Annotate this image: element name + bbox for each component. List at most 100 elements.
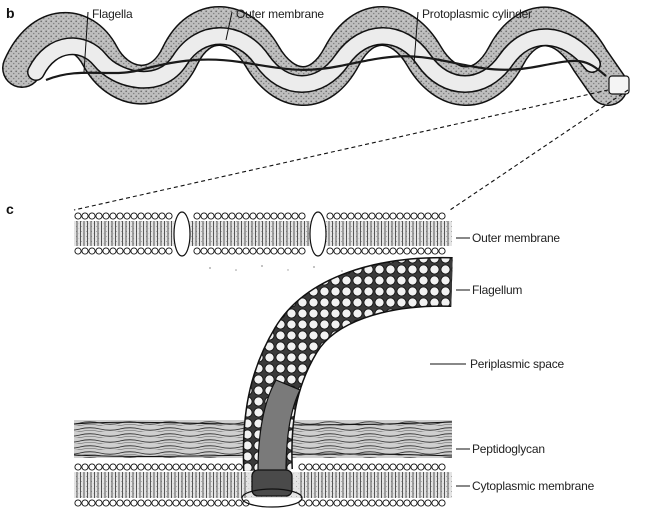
- lipid-head: [75, 248, 81, 254]
- lipid-head: [103, 464, 109, 470]
- lipid-head: [404, 464, 410, 470]
- lipid-head: [250, 248, 256, 254]
- lipid-head: [376, 213, 382, 219]
- lipid-head: [110, 464, 116, 470]
- lipid-head: [89, 464, 95, 470]
- lipid-head: [376, 248, 382, 254]
- lipid-head: [327, 213, 333, 219]
- lipid-head: [110, 500, 116, 506]
- lipid-head: [194, 248, 200, 254]
- membrane-protein: [310, 212, 326, 256]
- lipid-head: [418, 464, 424, 470]
- lipid-head: [208, 213, 214, 219]
- lipid-head: [425, 248, 431, 254]
- lipid-head: [222, 500, 228, 506]
- lipid-head: [362, 500, 368, 506]
- lipid-head: [117, 500, 123, 506]
- basal-body: [252, 470, 292, 496]
- lipid-head: [208, 500, 214, 506]
- lipid-head: [159, 500, 165, 506]
- lipid-head: [243, 213, 249, 219]
- lipid-head: [75, 213, 81, 219]
- lipid-head: [418, 248, 424, 254]
- lipid-head: [348, 464, 354, 470]
- lipid-head: [320, 464, 326, 470]
- lipid-head: [166, 464, 172, 470]
- lipid-head: [341, 464, 347, 470]
- spirochete-cell: [22, 26, 629, 94]
- lipid-head: [425, 213, 431, 219]
- lipid-head: [166, 248, 172, 254]
- lipid-head: [236, 500, 242, 506]
- lipid-head: [103, 213, 109, 219]
- lipid-head: [404, 248, 410, 254]
- lipid-head: [110, 248, 116, 254]
- lipid-head: [411, 213, 417, 219]
- lipid-head: [117, 464, 123, 470]
- lipid-head: [124, 500, 130, 506]
- panel-b-letter: b: [6, 5, 15, 21]
- lipid-head: [341, 500, 347, 506]
- lipid-head: [425, 464, 431, 470]
- lipid-head: [390, 213, 396, 219]
- label-peptidoglycan: Peptidoglycan: [456, 442, 545, 456]
- lipid-head: [278, 213, 284, 219]
- label-cytoplasmic-membrane: Cytoplasmic membrane: [456, 479, 595, 493]
- lipid-head: [173, 500, 179, 506]
- lipid-head: [117, 248, 123, 254]
- lipid-head: [75, 500, 81, 506]
- lipid-head: [299, 213, 305, 219]
- lipid-head: [159, 213, 165, 219]
- lipid-head: [397, 213, 403, 219]
- lipid-head: [376, 464, 382, 470]
- lipid-head: [152, 464, 158, 470]
- lipid-head: [159, 248, 165, 254]
- lipid-head: [222, 464, 228, 470]
- lipid-head: [439, 500, 445, 506]
- lipid-head: [292, 213, 298, 219]
- lipid-head: [369, 213, 375, 219]
- lipid-head: [215, 464, 221, 470]
- lipid-head: [404, 500, 410, 506]
- lipid-head: [390, 464, 396, 470]
- lipid-head: [145, 464, 151, 470]
- lipid-head: [96, 248, 102, 254]
- lipid-head: [229, 500, 235, 506]
- lipid-head: [362, 248, 368, 254]
- lipid-head: [397, 500, 403, 506]
- lipid-head: [138, 248, 144, 254]
- panel-c-letter: c: [6, 201, 14, 217]
- lipid-head: [306, 464, 312, 470]
- lipid-head: [299, 248, 305, 254]
- lipid-head: [82, 464, 88, 470]
- lipid-head: [229, 213, 235, 219]
- lipid-head: [145, 213, 151, 219]
- lipid-head: [299, 464, 305, 470]
- label-flagella-text: Flagella: [92, 7, 133, 21]
- lipid-head: [187, 500, 193, 506]
- lipid-head: [292, 248, 298, 254]
- lipid-head: [82, 213, 88, 219]
- lipid-head: [271, 248, 277, 254]
- lipid-head: [152, 248, 158, 254]
- lipid-head: [215, 248, 221, 254]
- lipid-head: [89, 500, 95, 506]
- lipid-head: [138, 500, 144, 506]
- lipid-head: [236, 464, 242, 470]
- lipid-head: [320, 500, 326, 506]
- lipid-head: [208, 464, 214, 470]
- lipid-head: [390, 500, 396, 506]
- lipid-head: [187, 464, 193, 470]
- label-periplasmic-space: Periplasmic space: [430, 357, 564, 371]
- lipid-head: [425, 500, 431, 506]
- lipid-head: [411, 500, 417, 506]
- lipid-head: [369, 248, 375, 254]
- lipid-head: [313, 500, 319, 506]
- lipid-head: [89, 213, 95, 219]
- lipid-head: [313, 464, 319, 470]
- lipid-head: [208, 248, 214, 254]
- lipid-head: [96, 464, 102, 470]
- lipid-head: [89, 248, 95, 254]
- lipid-head: [341, 213, 347, 219]
- lipid-head: [152, 213, 158, 219]
